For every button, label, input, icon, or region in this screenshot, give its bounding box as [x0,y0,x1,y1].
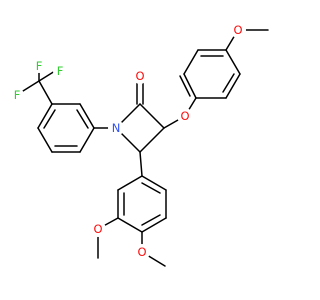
ether-oxygen-atom: O [177,108,193,124]
bond-ring-a-3 [79,127,95,153]
bond-ring-c-4 [141,217,167,233]
bond-c3-to-c4 [139,127,165,153]
methoxy-a-oxygen-atom: O [90,221,106,237]
bond-ring-c-6 [141,175,167,191]
bond-ring-c-3 [117,217,143,233]
carbonyl-oxygen-label: O [135,69,144,83]
bond-ring-b-4 [225,49,241,75]
bond-ring-a-2-double [76,109,89,129]
ether-oxygen-label: O [180,109,189,123]
bond-ring-c-6-double [141,182,161,194]
atom-labels: F F F O O O N O [10,22,246,260]
top-methoxy-oxygen-label: O [233,23,242,37]
top-methoxy-oxygen-atom: O [230,22,246,38]
bond-ring-b-1 [183,73,197,99]
bond-carbonyl-c-to-c3 [139,103,165,129]
lactam-nitrogen-label: N [112,121,121,135]
bond-ring-b-5 [225,73,241,99]
bond-ring-b-1-double [179,75,191,97]
bond-cf3-f-right [38,70,56,82]
bond-cf3-to-ring [38,80,53,105]
carbonyl-oxygen-atom: O [132,68,148,84]
fluorine-atom-top: F [32,59,46,73]
molecule-structure-diagram: F F F O O O N O [10,22,269,267]
fluorine-label-left: F [14,88,21,102]
bond-cf3-f-left [22,80,40,92]
bond-ring-a-6-double [43,109,56,129]
bond-ring-b-2 [183,49,199,75]
bond-ring-a-5 [37,127,53,153]
bond-ring-b-5-double [222,73,235,93]
bond-ring-c-1 [117,175,143,191]
bond-c4-to-ring-c [139,151,143,177]
lactam-nitrogen-atom: N [108,120,124,136]
bond-skeleton [22,29,269,267]
fluorine-atom-left: F [10,88,24,102]
bond-ring-a-2 [79,103,95,129]
fluorine-label-top: F [36,59,43,73]
methoxy-b-oxygen-label: O [137,245,146,259]
fluorine-label-right: F [57,64,64,78]
bond-ring-c-4-double [141,214,161,226]
methoxy-a-oxygen-label: O [93,222,102,236]
bond-ring-a-6 [37,103,53,129]
fluorine-atom-right: F [53,64,67,78]
methoxy-b-oxygen-atom: O [134,244,150,260]
